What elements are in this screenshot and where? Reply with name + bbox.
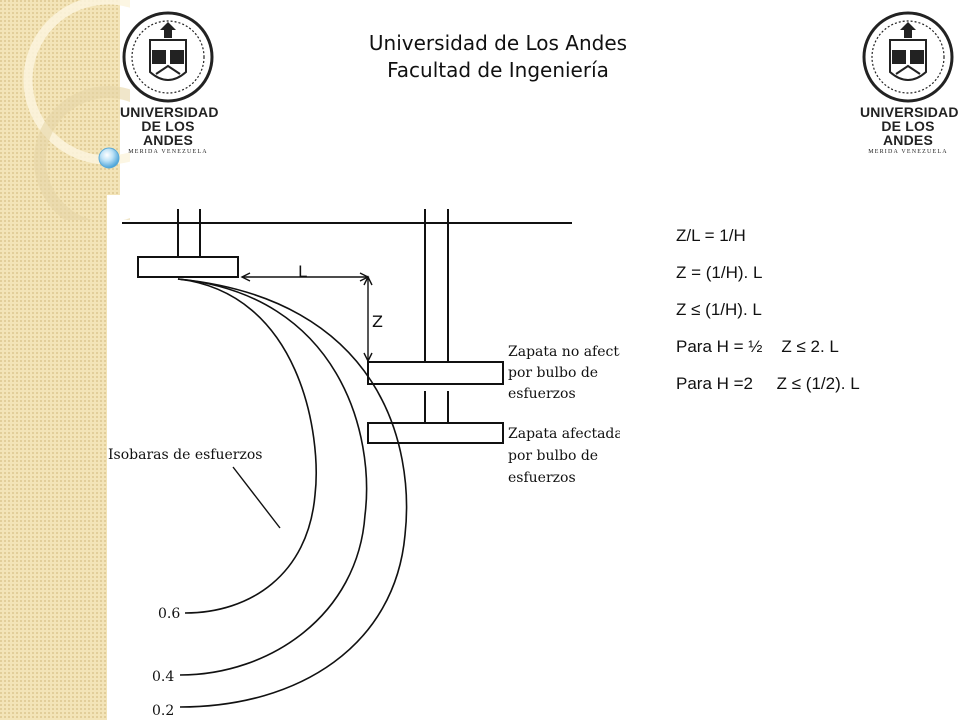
university-logo-right: UNIVERSIDAD DE LOS ANDES MERIDA VENEZUEL… [860,10,959,155]
affected-label-line3: esfuerzos [508,470,576,486]
isobar-value-0-2: 0.2 [152,703,174,719]
unaffected-label-line1: Zapata no afectada [508,344,620,360]
isobar-value-0-4: 0.4 [152,669,174,685]
logo-text-line1: UNIVERSIDAD [860,104,959,120]
affected-label-line1: Zapata afectada [508,426,620,442]
logo-text-line3: MERIDA VENEZUELA [868,149,948,155]
logo-text-line1: UNIVERSIDAD [120,104,219,120]
faculty-name: Facultad de Ingeniería [387,58,609,82]
blue-bubble-icon [98,147,120,169]
footing-stress-diagram: L Z Zapata no afectada por bulbo de esfu… [108,209,620,719]
arrow-left-icon [240,272,251,282]
university-seal-icon [122,11,214,103]
unaffected-label-line2: por bulbo de [508,365,598,381]
arrow-up-icon [363,275,373,286]
arrow-down-icon [363,352,373,363]
formula-line: Para H =2 Z ≤ (1/2). L [676,374,860,393]
university-seal-icon [862,11,954,103]
logo-text-line2: DE LOS ANDES [141,118,195,148]
formula-line: Z ≤ (1/H). L [676,300,762,319]
affected-footing [367,422,504,444]
unaffected-label-line3: esfuerzos [508,386,576,402]
isobar-0-4 [177,278,368,676]
dimension-label-z: Z [372,312,383,331]
isobars-label: Isobaras de esfuerzos [108,447,262,463]
formula-line: Para H = ½ Z ≤ 2. L [676,337,839,356]
dimension-label-l: L [298,262,307,281]
isobar-0-6 [177,278,317,614]
isobar-0-2 [177,278,408,708]
logo-text-line2: DE LOS ANDES [881,118,935,148]
university-name: Universidad de Los Andes [368,31,628,55]
decorative-rings [23,0,130,220]
logo-text-line3: MERIDA VENEZUELA [128,149,208,155]
left-footing [137,256,239,278]
isobar-leader-line [232,466,281,529]
formula-list: Z/L = 1/H Z = (1/H). L Z ≤ (1/H). L Para… [676,222,956,407]
deco-ring-inner [34,86,130,220]
university-logo-left: UNIVERSIDAD DE LOS ANDES MERIDA VENEZUEL… [120,10,219,155]
formula-line: Z/L = 1/H [676,226,746,245]
affected-label-line2: por bulbo de [508,448,598,464]
unaffected-footing [367,361,504,385]
formula-line: Z = (1/H). L [676,263,763,282]
page-header: Universidad de Los Andes Facultad de Ing… [298,30,698,84]
isobar-value-0-6: 0.6 [158,606,180,622]
